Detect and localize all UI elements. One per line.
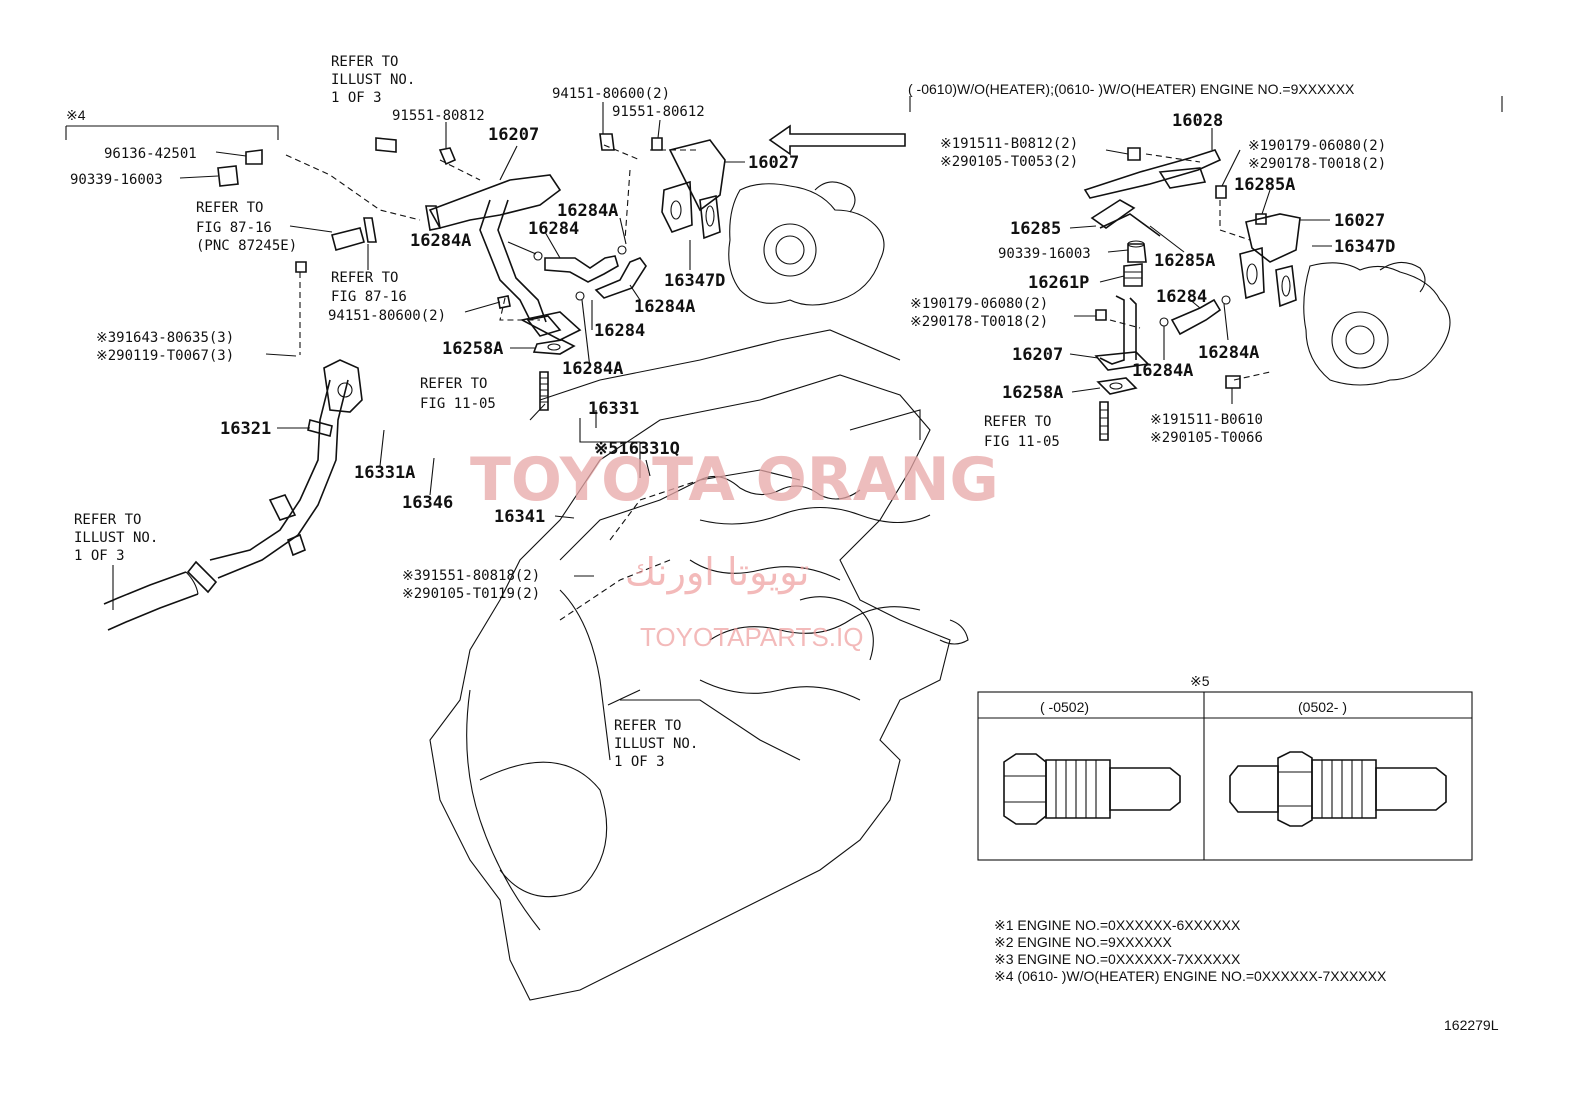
label-16207-left: 16207 [488, 125, 539, 145]
refer-fig-11-05-b-line2: FIG 11-05 [984, 434, 1060, 450]
label-16284A-2: 16284A [557, 201, 618, 221]
inset-marker: ※5 [1190, 673, 1210, 689]
refer-fig-11-05-b-line1: REFER TO [984, 414, 1051, 430]
label-16258A-right: 16258A [1002, 383, 1063, 403]
note4-marker: ※4 [66, 107, 86, 123]
refer-illust-left-line1: REFER TO [74, 512, 141, 528]
label-94151-80600-left: 94151-80600(2) [328, 308, 446, 324]
sensor-variant-late-drawing [1229, 751, 1447, 827]
inset-left-header: ( -0502) [1040, 699, 1089, 715]
label-16028: 16028 [1172, 111, 1223, 131]
watermark: TOYOTA ORANG تويوتا اورنك TOYOTAPARTS.IQ [470, 445, 999, 652]
label-290105-T0119: ※290105-T0119(2) [402, 586, 540, 602]
refer-fig-87-16-a-line2: FIG 87-16 [196, 220, 272, 236]
label-91551-80812: 91551-80812 [392, 108, 485, 124]
refer-fig-11-05-a-line2: FIG 11-05 [420, 396, 496, 412]
label-91551-80612: 91551-80612 [612, 104, 705, 120]
label-16207-right: 16207 [1012, 345, 1063, 365]
label-190179-06080-top: ※190179-06080(2) [1248, 138, 1386, 154]
label-16347D-left: 16347D [664, 271, 725, 291]
label-16285: 16285 [1010, 219, 1061, 239]
label-90339-16003-right: 90339-16003 [998, 246, 1091, 262]
label-16284A-r1: 16284A [1198, 343, 1259, 363]
label-16284A-3: 16284A [634, 297, 695, 317]
inset-box-5: ※5 ( -0502) (0502- ) [977, 673, 1473, 861]
label-16284A-r2: 16284A [1132, 361, 1193, 381]
turbo-bracket-16027-drawing [661, 124, 906, 306]
footnote-3: ※3 ENGINE NO.=0XXXXXX-7XXXXXX [994, 951, 1241, 967]
refer-illust-left-line3: 1 OF 3 [74, 548, 125, 564]
variant-bracket-outline [909, 96, 1503, 441]
label-290119-T0067: ※290119-T0067(3) [96, 348, 234, 364]
label-191511-B0610: ※191511-B0610 [1150, 412, 1263, 428]
label-16027-right: 16027 [1334, 211, 1385, 231]
label-191511-B0812: ※191511-B0812(2) [940, 136, 1078, 152]
label-290178-T0018-top: ※290178-T0018(2) [1248, 156, 1386, 172]
label-94151-80600-top: 94151-80600(2) [552, 86, 670, 102]
sensor-variant-early-drawing [1003, 753, 1181, 825]
refer-illust-top-line1: REFER TO [331, 54, 398, 70]
label-16284-1: 16284 [528, 219, 579, 239]
leader-lines [65, 102, 1332, 706]
water-pipe-16321-drawing [103, 261, 363, 631]
refer-fig-87-16-a-line3: (PNC 87245E) [196, 238, 297, 254]
refer-illust-left-line2: ILLUST NO. [74, 530, 158, 546]
label-90339-16003-left: 90339-16003 [70, 172, 163, 188]
refer-illust-top-line2: ILLUST NO. [331, 72, 415, 88]
label-16284-right: 16284 [1156, 287, 1207, 307]
label-16284-2: 16284 [594, 321, 645, 341]
watermark-line1: TOYOTA ORANG [470, 445, 999, 515]
label-96136-42501: 96136-42501 [104, 146, 197, 162]
engine-block-drawing [429, 329, 969, 1001]
label-290105-T0053: ※290105-T0053(2) [940, 154, 1078, 170]
water-bypass-pipe-16207-drawing [217, 133, 700, 411]
label-16331Q: ※516331Q [594, 439, 680, 459]
label-16331: 16331 [588, 399, 639, 419]
refer-fig-87-16-a-line1: REFER TO [196, 200, 263, 216]
refer-illust-top-line3: 1 OF 3 [331, 90, 382, 106]
label-16285A-1: 16285A [1234, 175, 1295, 195]
refer-fig-11-05-a-line1: REFER TO [420, 376, 487, 392]
figure-id: 162279L [1444, 1017, 1499, 1033]
footnote-2: ※2 ENGINE NO.=9XXXXXX [994, 934, 1173, 950]
refer-illust-bottom-line3: 1 OF 3 [614, 754, 665, 770]
label-16258A-left: 16258A [442, 339, 503, 359]
part-labels: REFER TO ILLUST NO. 1 OF 3 91551-80812 1… [66, 54, 1395, 770]
refer-illust-bottom-line1: REFER TO [614, 718, 681, 734]
label-16347D-right: 16347D [1334, 237, 1395, 257]
label-91551-80818: ※391551-80818(2) [402, 568, 540, 584]
refer-fig-87-16-b-line2: FIG 87-16 [331, 289, 407, 305]
label-190179-06080-mid: ※190179-06080(2) [910, 296, 1048, 312]
label-290105-T0066: ※290105-T0066 [1150, 430, 1263, 446]
refer-illust-bottom-line2: ILLUST NO. [614, 736, 698, 752]
footnote-1: ※1 ENGINE NO.=0XXXXXX-6XXXXXX [994, 917, 1241, 933]
label-16346: 16346 [402, 493, 453, 513]
label-16284A-1: 16284A [410, 231, 471, 251]
inset-right-header: (0502- ) [1298, 699, 1347, 715]
label-16321: 16321 [220, 419, 271, 439]
label-16331A: 16331A [354, 463, 415, 483]
label-91643-80635: ※391643-80635(3) [96, 330, 234, 346]
label-16261P: 16261P [1028, 273, 1089, 293]
watermark-line2: تويوتا اورنك [625, 550, 810, 595]
refer-fig-87-16-b-line1: REFER TO [331, 270, 398, 286]
label-16341: 16341 [494, 507, 545, 527]
watermark-line3: TOYOTAPARTS.IQ [640, 622, 863, 652]
footnote-4: ※4 (0610- )W/O(HEATER) ENGINE NO.=0XXXXX… [994, 968, 1387, 984]
variant-header: ( -0610)W/O(HEATER);(0610- )W/O(HEATER) … [908, 81, 1355, 97]
label-16284A-4: 16284A [562, 359, 623, 379]
label-290178-T0018-mid: ※290178-T0018(2) [910, 314, 1048, 330]
label-16027-left: 16027 [748, 153, 799, 173]
footnotes: ※1 ENGINE NO.=0XXXXXX-6XXXXXX ※2 ENGINE … [994, 917, 1387, 984]
label-16285A-2: 16285A [1154, 251, 1215, 271]
